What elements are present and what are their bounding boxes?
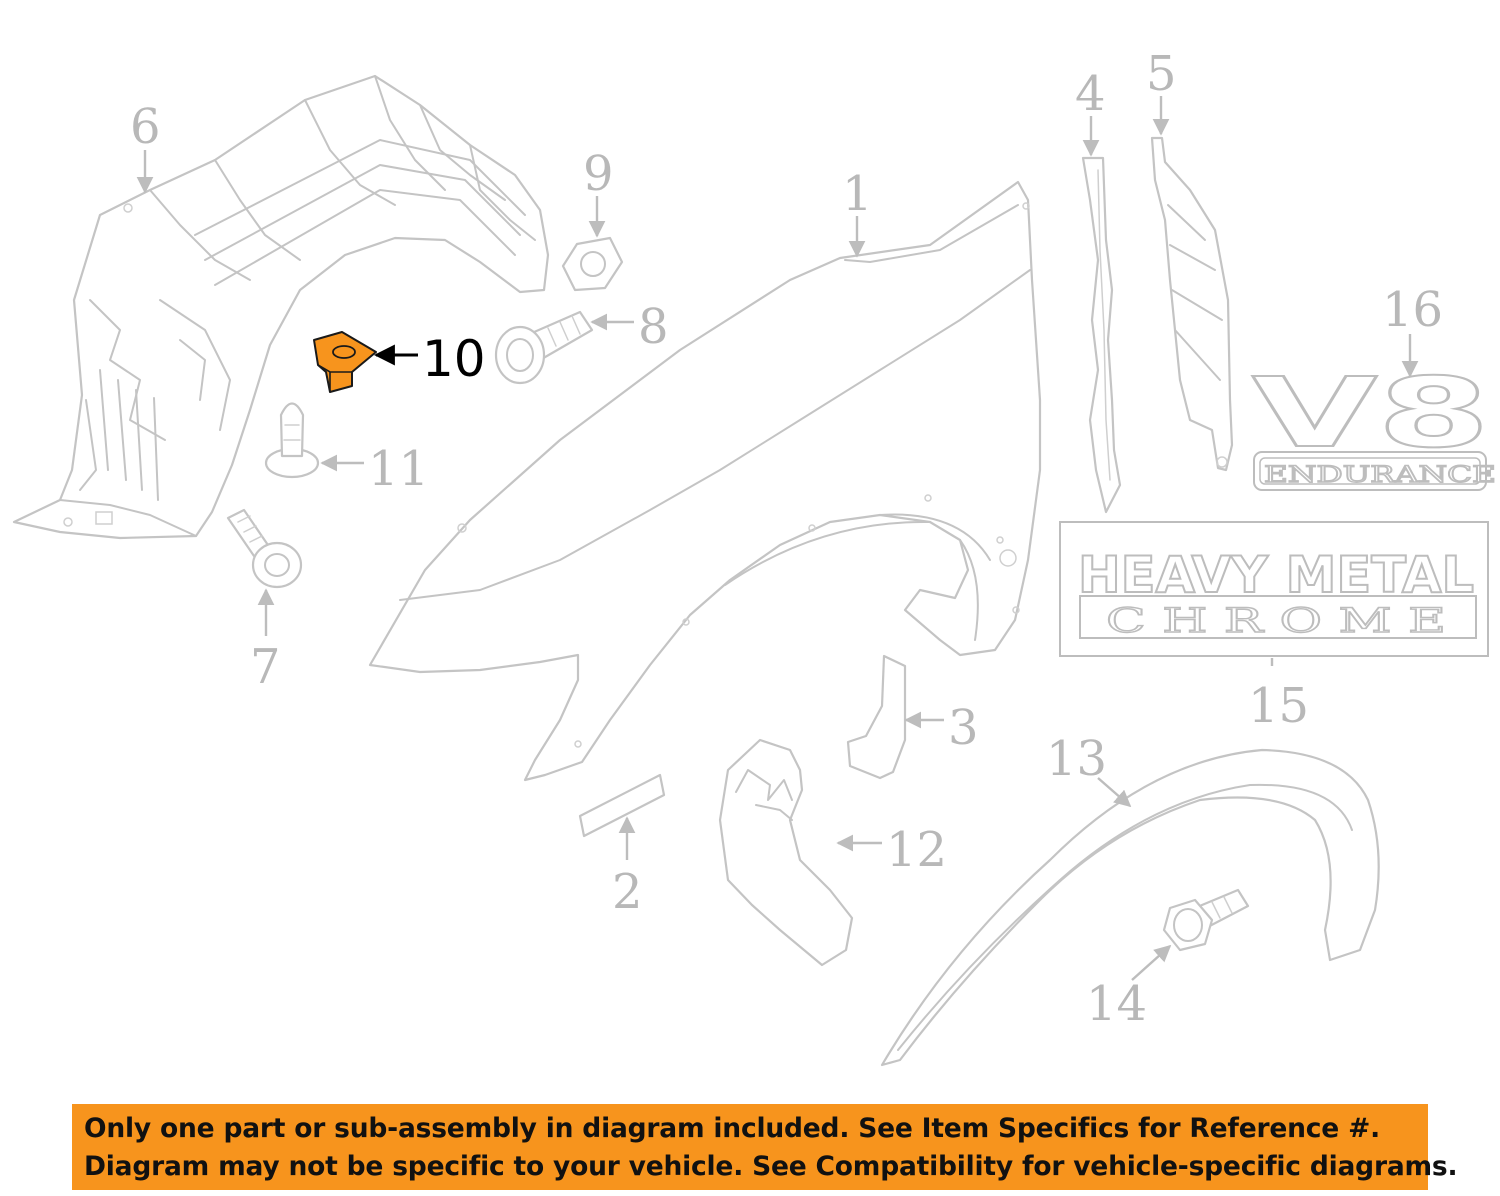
chrome-badge-subtext: C H R O M E (1106, 601, 1446, 641)
callout-4: 4 (1075, 66, 1106, 122)
callout-16: 16 (1382, 282, 1443, 338)
callout-11: 11 (368, 441, 429, 497)
callout-5: 5 (1146, 46, 1177, 102)
flange-bolt-part-14 (1162, 888, 1250, 952)
callout-14: 14 (1086, 976, 1147, 1032)
v8-badge-subtext: ENDURANCE (1264, 463, 1496, 488)
callout-1: 1 (842, 166, 873, 222)
callout-15: 15 (1248, 678, 1309, 734)
disclaimer-banner: Only one part or sub-assembly in diagram… (72, 1104, 1458, 1190)
v8-badge-part-16: V8 ENDURANCE (1251, 356, 1497, 491)
callout-10: 10 (422, 330, 486, 388)
callout-6: 6 (130, 99, 161, 155)
callout-12: 12 (886, 822, 947, 878)
bolt-part-7 (226, 508, 303, 589)
disclaimer-line-1: Only one part or sub-assembly in diagram… (84, 1113, 1380, 1144)
callout-8: 8 (638, 299, 669, 355)
bracket-part-3 (846, 654, 907, 780)
bolt-part-8 (494, 310, 594, 385)
front-fender-part-1 (368, 180, 1042, 782)
molding-strip-part-2 (578, 773, 666, 838)
callout-3: 3 (948, 700, 979, 756)
disclaimer-line-2: Diagram may not be specific to your vehi… (84, 1151, 1458, 1182)
shield-part-5 (1150, 136, 1234, 472)
callout-7: 7 (250, 639, 281, 695)
nut-part-9 (561, 236, 624, 292)
callout-2: 2 (612, 864, 643, 920)
callout-13: 13 (1046, 731, 1107, 787)
heavy-metal-badge-part-15: HEAVY METAL C H R O M E (1059, 521, 1489, 657)
mud-flap-part-12 (718, 738, 854, 967)
seal-strip-part-4 (1081, 156, 1122, 514)
clip-part-10-highlighted (313, 331, 377, 393)
push-pin-part-11 (264, 402, 320, 479)
callout-9: 9 (583, 146, 614, 202)
wheel-flare-part-13 (880, 748, 1380, 1067)
